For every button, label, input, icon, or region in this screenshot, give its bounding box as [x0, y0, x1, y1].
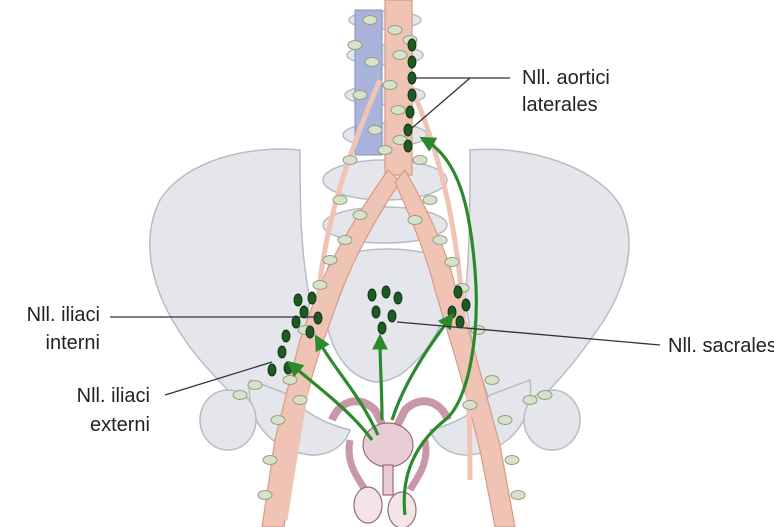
- lymph-node: [283, 376, 297, 385]
- lymph-node-highlighted: [300, 306, 308, 318]
- lymph-node: [248, 381, 262, 390]
- lymph-node: [538, 391, 552, 400]
- lymph-node: [343, 156, 357, 165]
- lymph-node-highlighted: [278, 346, 286, 358]
- lymph-node-highlighted: [388, 310, 396, 322]
- lymph-node-highlighted: [408, 39, 416, 51]
- lymph-node-highlighted: [314, 312, 322, 324]
- lymph-node: [433, 236, 447, 245]
- lymph-node: [233, 391, 247, 400]
- lymph-node: [505, 456, 519, 465]
- lymph-node-highlighted: [282, 330, 290, 342]
- label-iliaci-interni-line2: interni: [0, 330, 100, 356]
- lymph-node-highlighted: [292, 316, 300, 328]
- lymph-node: [258, 491, 272, 500]
- lymph-node: [388, 26, 402, 35]
- lymph-node: [408, 216, 422, 225]
- lymph-node: [363, 16, 377, 25]
- lymph-node: [271, 416, 285, 425]
- lymph-node: [348, 41, 362, 50]
- lymph-node: [338, 236, 352, 245]
- arrow-to-sacrales: [380, 340, 382, 420]
- lymph-node-highlighted: [382, 286, 390, 298]
- lymph-node: [263, 456, 277, 465]
- lymph-node: [423, 196, 437, 205]
- label-iliaci-externi-line2: externi: [20, 412, 150, 438]
- lymph-node: [445, 258, 459, 267]
- lymph-node-highlighted: [306, 326, 314, 338]
- lymph-node: [353, 91, 367, 100]
- lymph-node: [323, 256, 337, 265]
- lymph-node: [368, 126, 382, 135]
- lymph-node: [378, 146, 392, 155]
- lymph-node-highlighted: [394, 292, 402, 304]
- lymph-node-highlighted: [408, 72, 416, 84]
- label-sacrales: Nll. sacrales: [668, 333, 774, 359]
- lymph-node: [485, 376, 499, 385]
- lymph-node-highlighted: [378, 322, 386, 334]
- lymph-node-highlighted: [268, 364, 276, 376]
- lymph-node: [383, 81, 397, 90]
- lymph-node-highlighted: [408, 56, 416, 68]
- lymph-node-highlighted: [406, 106, 414, 118]
- lymph-node-highlighted: [368, 289, 376, 301]
- lymph-node: [511, 491, 525, 500]
- lymph-node: [413, 156, 427, 165]
- label-aortici-line2: laterales: [522, 92, 598, 118]
- lymph-node-highlighted: [404, 140, 412, 152]
- lymph-node: [523, 396, 537, 405]
- lymph-node-highlighted: [294, 294, 302, 306]
- lymph-node: [391, 106, 405, 115]
- lymph-node-highlighted: [454, 286, 462, 298]
- lymph-node: [313, 281, 327, 290]
- lymph-node: [498, 416, 512, 425]
- label-aortici-line1: Nll. aortici: [522, 65, 610, 91]
- lymph-node: [393, 51, 407, 60]
- lymph-node-highlighted: [462, 299, 470, 311]
- lymph-node-highlighted: [372, 306, 380, 318]
- lymph-node-highlighted: [456, 316, 464, 328]
- lymph-node: [463, 401, 477, 410]
- lymph-node-highlighted: [284, 362, 292, 374]
- lymph-node: [293, 396, 307, 405]
- lymph-node-highlighted: [448, 306, 456, 318]
- lymph-node: [333, 196, 347, 205]
- lymph-node-highlighted: [308, 292, 316, 304]
- lymph-node: [353, 211, 367, 220]
- lymph-node: [365, 58, 379, 67]
- lymph-node-highlighted: [408, 89, 416, 101]
- label-iliaci-externi-line1: Nll. iliaci: [20, 383, 150, 409]
- genital-organs: [332, 401, 448, 527]
- label-iliaci-interni-line1: Nll. iliaci: [0, 302, 100, 328]
- lymph-node-highlighted: [404, 124, 412, 136]
